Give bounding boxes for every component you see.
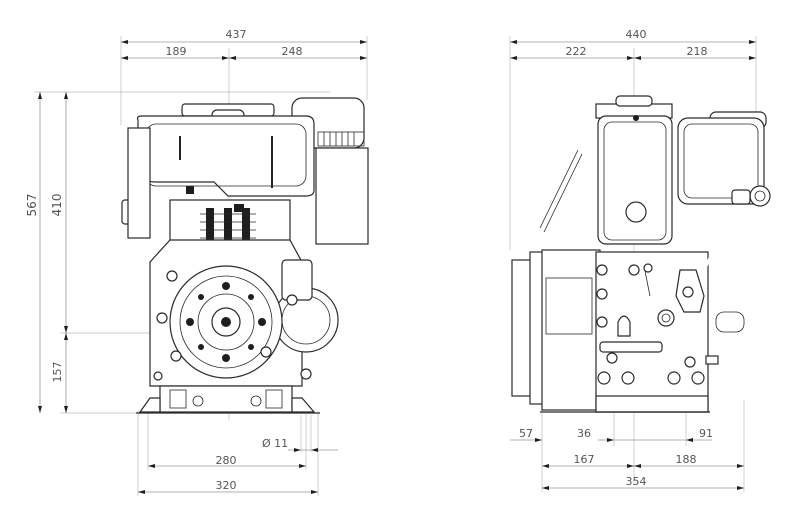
front-base-height: 157 [51,362,64,383]
front-base-width: 320 [216,479,237,492]
side-view-labels: 440 222 218 57 36 91 167 188 354 [519,28,713,488]
front-right-offset: 248 [282,45,303,58]
front-overall-width: 437 [226,28,247,41]
front-hole-diameter: Ø 11 [262,437,288,450]
side-overall-width: 440 [626,28,647,41]
front-view-labels: 437 189 248 567 410 157 Ø 11 280 320 [25,28,303,492]
front-total-height: 567 [25,194,39,217]
side-left-base: 167 [574,453,595,466]
front-left-offset: 189 [166,45,187,58]
side-right-mount: 91 [699,427,713,440]
flywheel-bolts [186,282,266,362]
side-base-width: 354 [626,475,647,488]
front-crank-height: 410 [50,194,64,217]
front-view-engine [121,97,369,414]
side-flange-offset: 57 [519,427,533,440]
side-left-offset: 222 [566,45,587,58]
side-view-engine [511,95,771,413]
side-left-mount: 36 [577,427,591,440]
front-bolt-spacing: 280 [216,454,237,467]
side-right-base: 188 [676,453,697,466]
side-right-offset: 218 [687,45,708,58]
